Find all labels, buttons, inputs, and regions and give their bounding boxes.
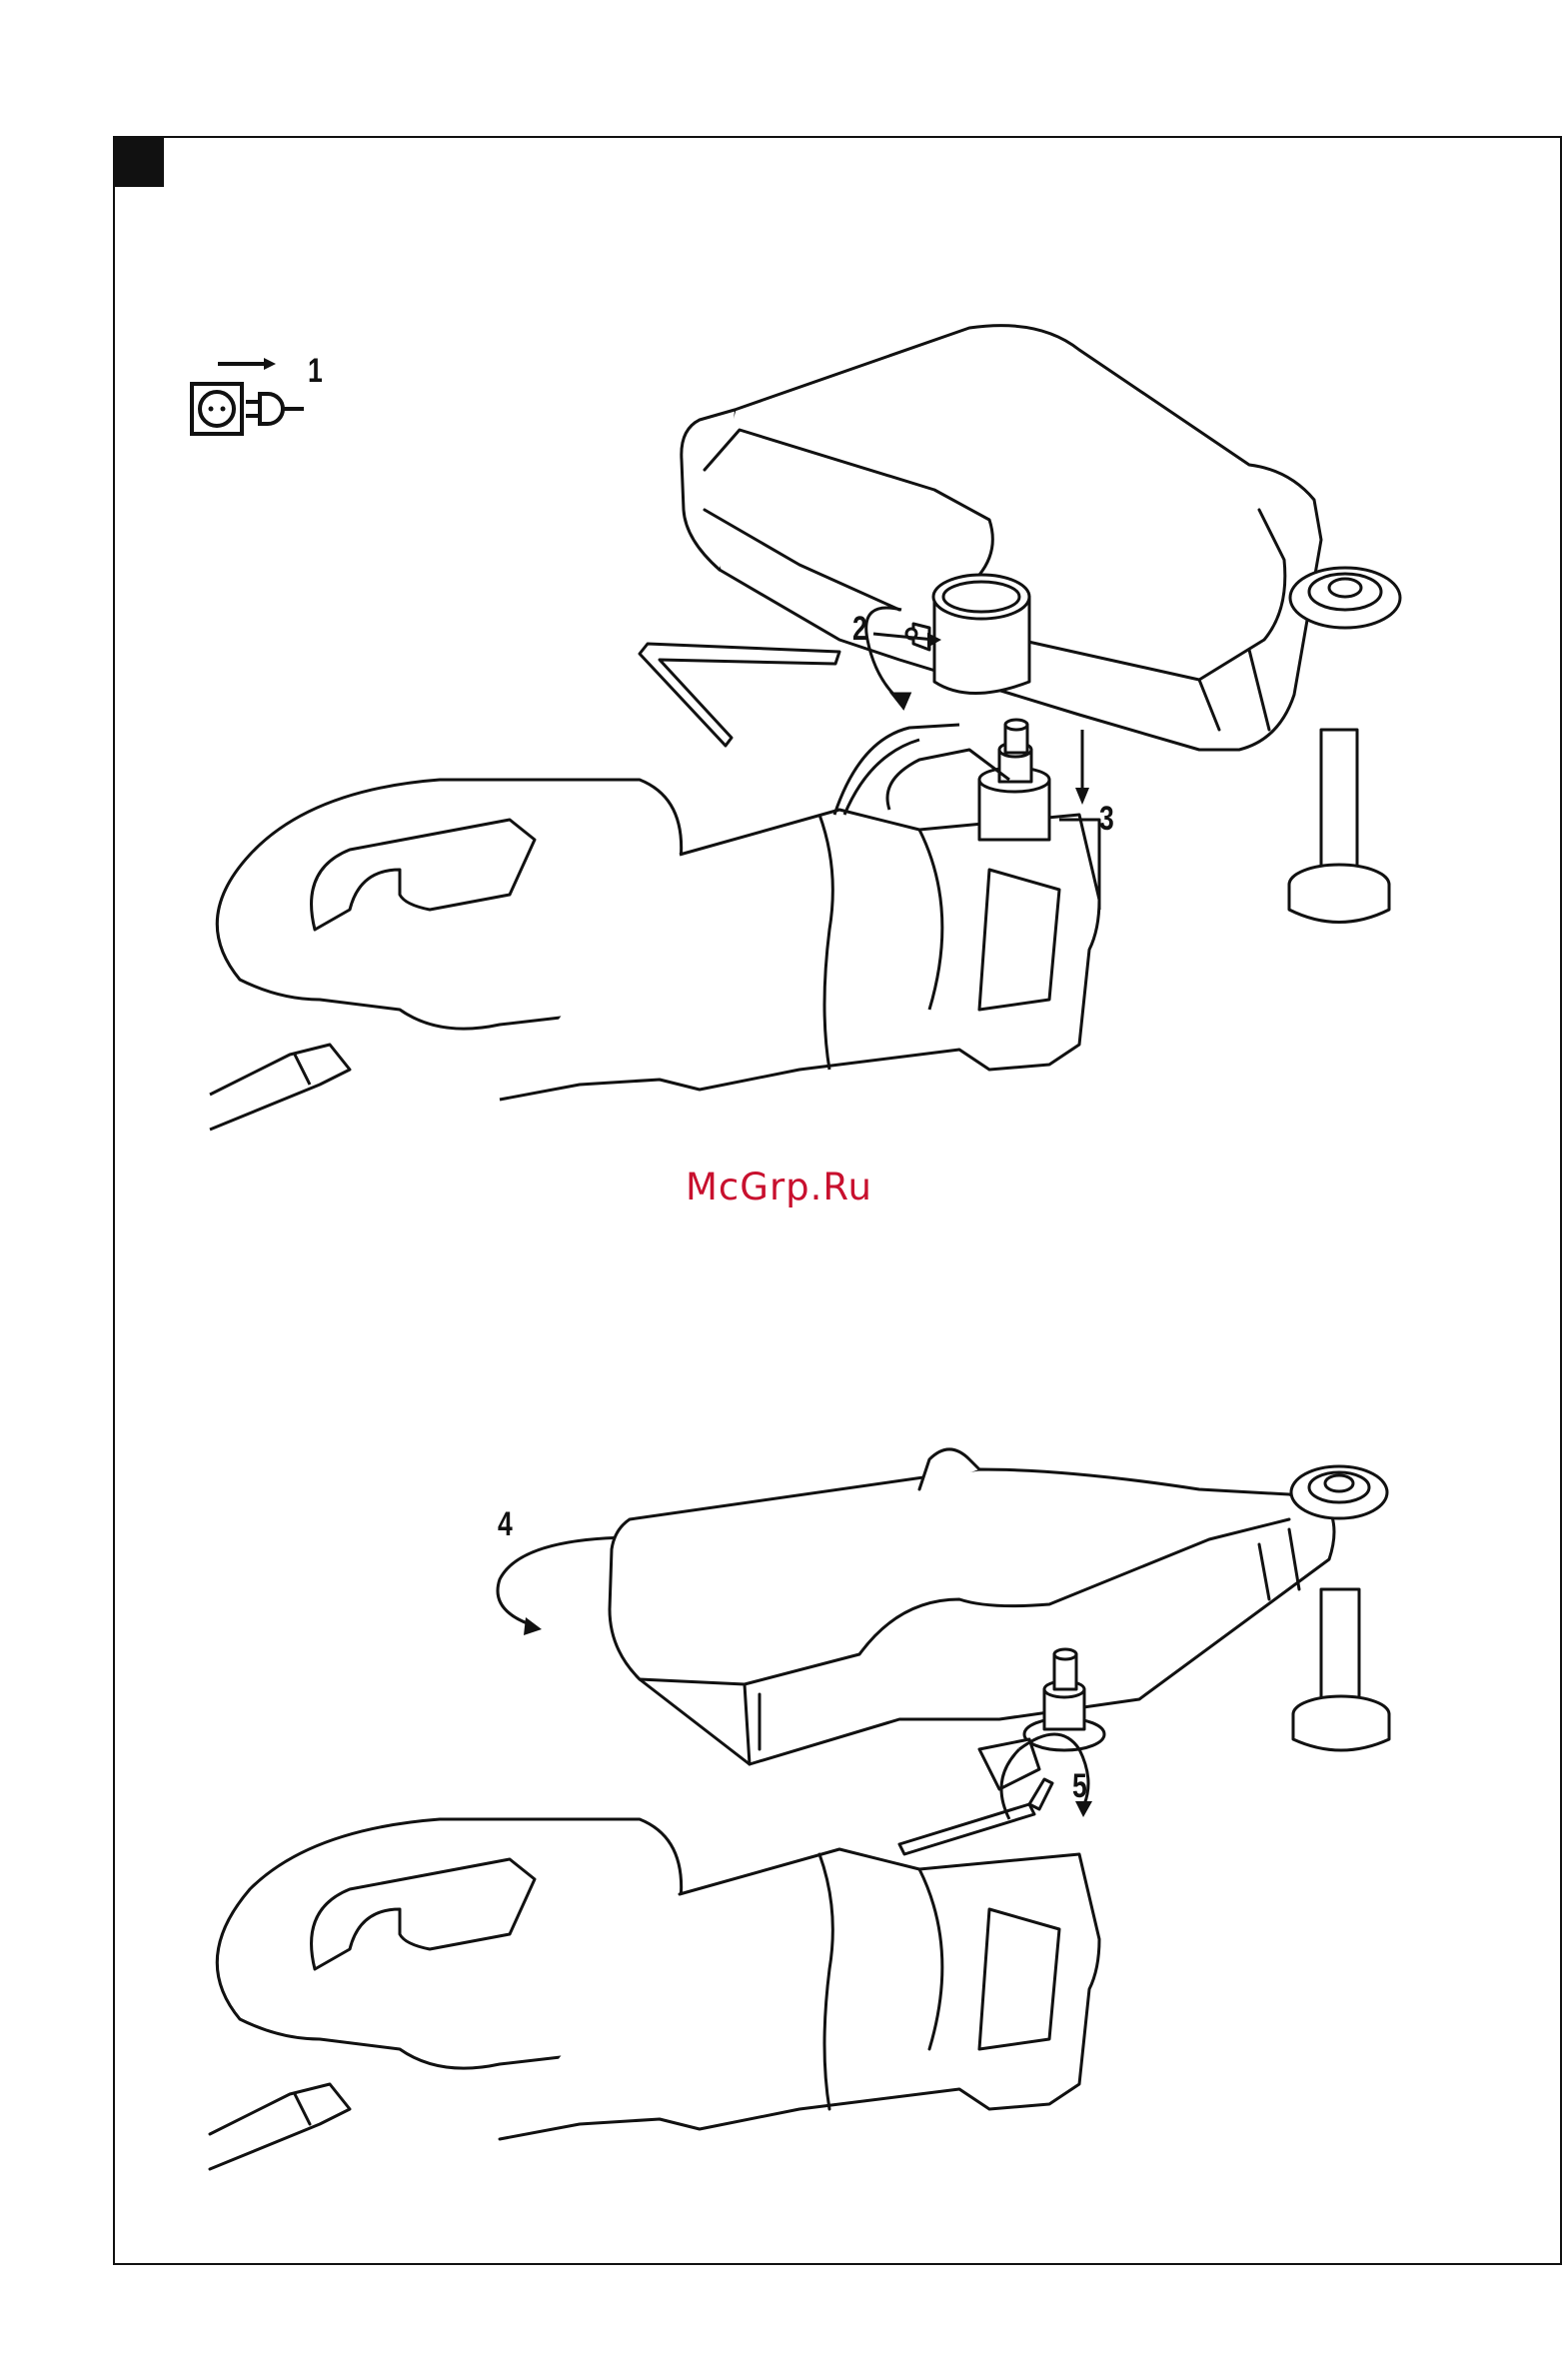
step-label-4: 4 bbox=[498, 1505, 513, 1544]
angle-grinder bbox=[210, 720, 1099, 1130]
wheel-guard-mounted bbox=[610, 1449, 1334, 1764]
down-arrow-icon bbox=[1075, 730, 1089, 805]
hex-key-icon-mounted bbox=[899, 1739, 1052, 1854]
step-label-3: 3 bbox=[1099, 800, 1114, 839]
step-label-5: 5 bbox=[1072, 1767, 1087, 1806]
rotate-guard-arrow-icon bbox=[498, 1537, 628, 1635]
illustration-guard-removal bbox=[200, 310, 1499, 1229]
illustration-guard-mounted bbox=[200, 1449, 1499, 2149]
guard-support-leg-mounted bbox=[1291, 1466, 1389, 1750]
step-label-2: 2 bbox=[852, 610, 867, 649]
angle-grinder-mounted bbox=[210, 1819, 1099, 2169]
figure-marker-square bbox=[113, 136, 164, 187]
hex-key-icon bbox=[640, 644, 839, 746]
watermark-text: McGrp.Ru bbox=[686, 1166, 872, 1208]
